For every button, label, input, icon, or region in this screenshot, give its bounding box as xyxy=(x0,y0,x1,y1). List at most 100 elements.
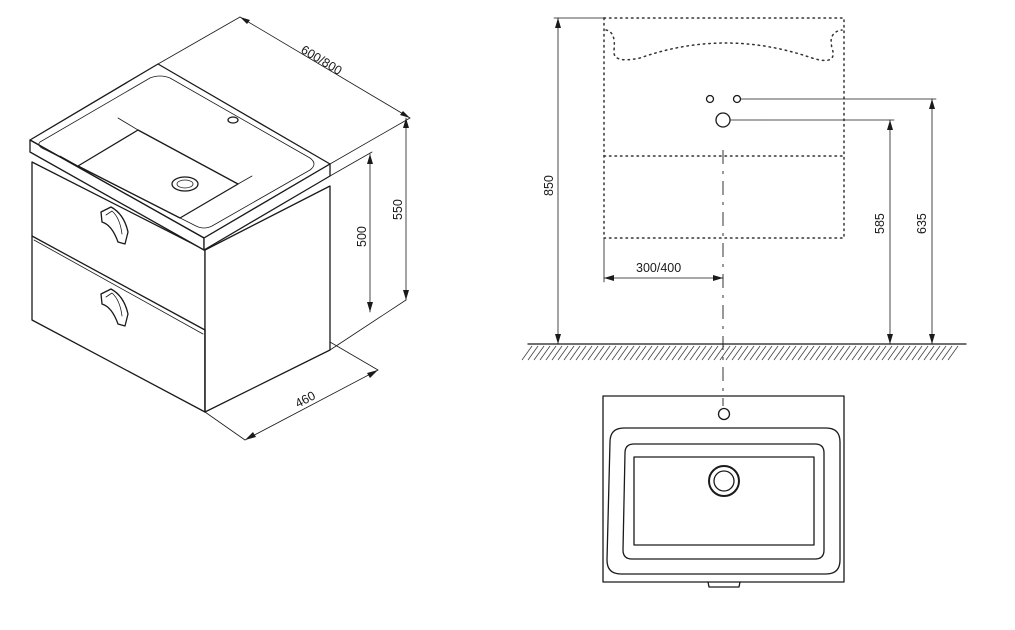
floor-hatch-line xyxy=(917,345,929,361)
floor-hatch-line xyxy=(641,345,653,361)
drain-height-label: 585 xyxy=(873,213,887,234)
floor-hatch-line xyxy=(587,345,599,361)
floor-hatch-line xyxy=(839,345,851,361)
floor-hatch-line xyxy=(623,345,635,361)
floor-hatch-line xyxy=(605,345,617,361)
floor-hatch-line xyxy=(527,345,539,361)
floor-hatch-line xyxy=(647,345,659,361)
height-dimension-550 xyxy=(329,117,409,351)
cabinet-height-label-500: 500 xyxy=(355,226,369,247)
floor-hatch-line xyxy=(569,345,581,361)
floor-hatch-line xyxy=(947,345,959,361)
floor-hatch-line xyxy=(743,345,755,361)
width-dimension xyxy=(157,16,411,165)
washbasin-top xyxy=(29,63,331,251)
floor-hatch-line xyxy=(881,345,893,361)
height-label-550: 550 xyxy=(391,199,405,220)
floor-hatch-line xyxy=(755,345,767,361)
floor-hatch-line xyxy=(575,345,587,361)
floor-hatch-line xyxy=(611,345,623,361)
floor-hatch-line xyxy=(671,345,683,361)
offset-dimension xyxy=(603,237,724,283)
floor-hatch-line xyxy=(815,345,827,361)
floor-hatch-line xyxy=(935,345,947,361)
floor-hatch-line xyxy=(719,345,731,361)
floor-hatch-line xyxy=(941,345,953,361)
floor-hatch-line xyxy=(929,345,941,361)
total-height-dimension xyxy=(553,17,605,345)
floor-hatch-line xyxy=(863,345,875,361)
floor-hatch-line xyxy=(683,345,695,361)
floor-hatch-line xyxy=(521,345,533,361)
floor-hatch-line xyxy=(731,345,743,361)
floor-line xyxy=(521,343,967,361)
floor-hatch-line xyxy=(851,345,863,361)
floor-hatch-line xyxy=(893,345,905,361)
floor-hatch-line xyxy=(707,345,719,361)
drain-outlet xyxy=(715,112,731,128)
top-view xyxy=(602,395,845,588)
floor-hatch-line xyxy=(653,345,665,361)
floor-hatch-line xyxy=(629,345,641,361)
floor-hatch-line xyxy=(701,345,713,361)
width-label: 600/800 xyxy=(298,43,344,78)
floor-hatch-line xyxy=(725,345,737,361)
floor-hatch-line xyxy=(761,345,773,361)
height-dimension-500 xyxy=(329,151,373,313)
floor-hatch-line xyxy=(635,345,647,361)
floor-hatch-line xyxy=(827,345,839,361)
floor-hatch-line xyxy=(617,345,629,361)
floor-hatch-line xyxy=(599,345,611,361)
floor-hatch-line xyxy=(803,345,815,361)
floor-hatch-line xyxy=(857,345,869,361)
floor-hatch-line xyxy=(557,345,569,361)
floor-hatch-line xyxy=(899,345,911,361)
tap-height-dimension xyxy=(740,98,937,345)
front-view: 850 300/400 585 635 xyxy=(521,17,967,406)
front-dotted-outline xyxy=(603,17,845,239)
tap-height-label: 635 xyxy=(915,213,929,234)
floor-hatch-line xyxy=(533,345,545,361)
floor-hatch-line xyxy=(833,345,845,361)
floor-hatch-line xyxy=(749,345,761,361)
floor-hatch-line xyxy=(779,345,791,361)
floor-hatch-line xyxy=(785,345,797,361)
floor-hatch-line xyxy=(659,345,671,361)
floor-hatch-line xyxy=(791,345,803,361)
floor-hatch-line xyxy=(545,345,557,361)
floor-hatch-line xyxy=(665,345,677,361)
floor-hatch-line xyxy=(695,345,707,361)
floor-hatch-line xyxy=(737,345,749,361)
floor-hatch-line xyxy=(797,345,809,361)
tap-holes xyxy=(705,94,742,104)
depth-label: 460 xyxy=(293,388,318,410)
floor-hatch-line xyxy=(809,345,821,361)
floor-hatch-line xyxy=(887,345,899,361)
floor-hatch-line xyxy=(875,345,887,361)
top-tap-hole xyxy=(717,407,731,421)
floor-hatch-line xyxy=(713,345,725,361)
floor-hatch-line xyxy=(563,345,575,361)
floor-hatch-line xyxy=(767,345,779,361)
floor-hatch-line xyxy=(821,345,833,361)
total-height-label: 850 xyxy=(542,175,556,196)
drawer-handle-top xyxy=(100,206,129,245)
floor-hatch-line xyxy=(869,345,881,361)
floor-hatch-line xyxy=(911,345,923,361)
floor-hatch-line xyxy=(593,345,605,361)
floor-hatch-line xyxy=(773,345,785,361)
overflow-tab xyxy=(707,581,741,588)
floor-hatch-line xyxy=(845,345,857,361)
floor-hatch-line xyxy=(539,345,551,361)
floor-hatch-line xyxy=(551,345,563,361)
floor-hatch-line xyxy=(689,345,701,361)
drain-height-dimension xyxy=(729,119,895,345)
depth-dimension xyxy=(204,341,379,441)
floor-hatch-line xyxy=(905,345,917,361)
isometric-view: 600/800 550 500 460 xyxy=(29,16,411,441)
floor-hatch-line xyxy=(677,345,689,361)
offset-label: 300/400 xyxy=(636,261,681,275)
floor-hatch-line xyxy=(581,345,593,361)
cabinet-body xyxy=(31,161,331,413)
